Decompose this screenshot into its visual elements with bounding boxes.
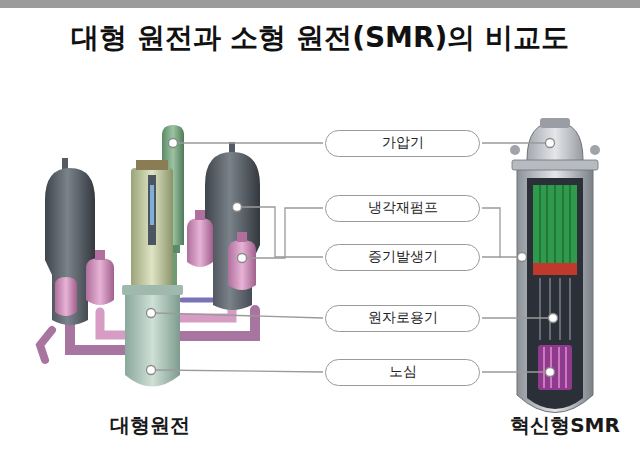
- smr-vessel: [510, 118, 600, 413]
- leader-lines: [155, 143, 549, 372]
- label-pill: 가압기: [325, 130, 480, 157]
- caption-label: 대형원전: [110, 412, 190, 439]
- pill-text: 원자로용기: [368, 309, 438, 327]
- label-pill: 냉각재펌프: [325, 195, 480, 222]
- coolant-pumps: [55, 210, 256, 316]
- steam-generator-right: [205, 142, 260, 310]
- title: 대형 원전과 소형 원전(SMR)의 비교도: [71, 19, 569, 57]
- pill-text: 노심: [389, 363, 417, 381]
- caption-label: 혁신형SMR: [510, 412, 620, 439]
- top-bar: [0, 0, 640, 8]
- label-pill: 증기발생기: [325, 244, 480, 271]
- label-pill: 원자로용기: [325, 305, 480, 332]
- reactor-vessel: [122, 160, 183, 387]
- pill-text: 증기발생기: [368, 248, 438, 266]
- pill-text: 가압기: [382, 134, 424, 152]
- pill-text: 냉각재펌프: [368, 199, 438, 217]
- leader-dots: [147, 139, 558, 377]
- label-pill: 노심: [325, 359, 480, 386]
